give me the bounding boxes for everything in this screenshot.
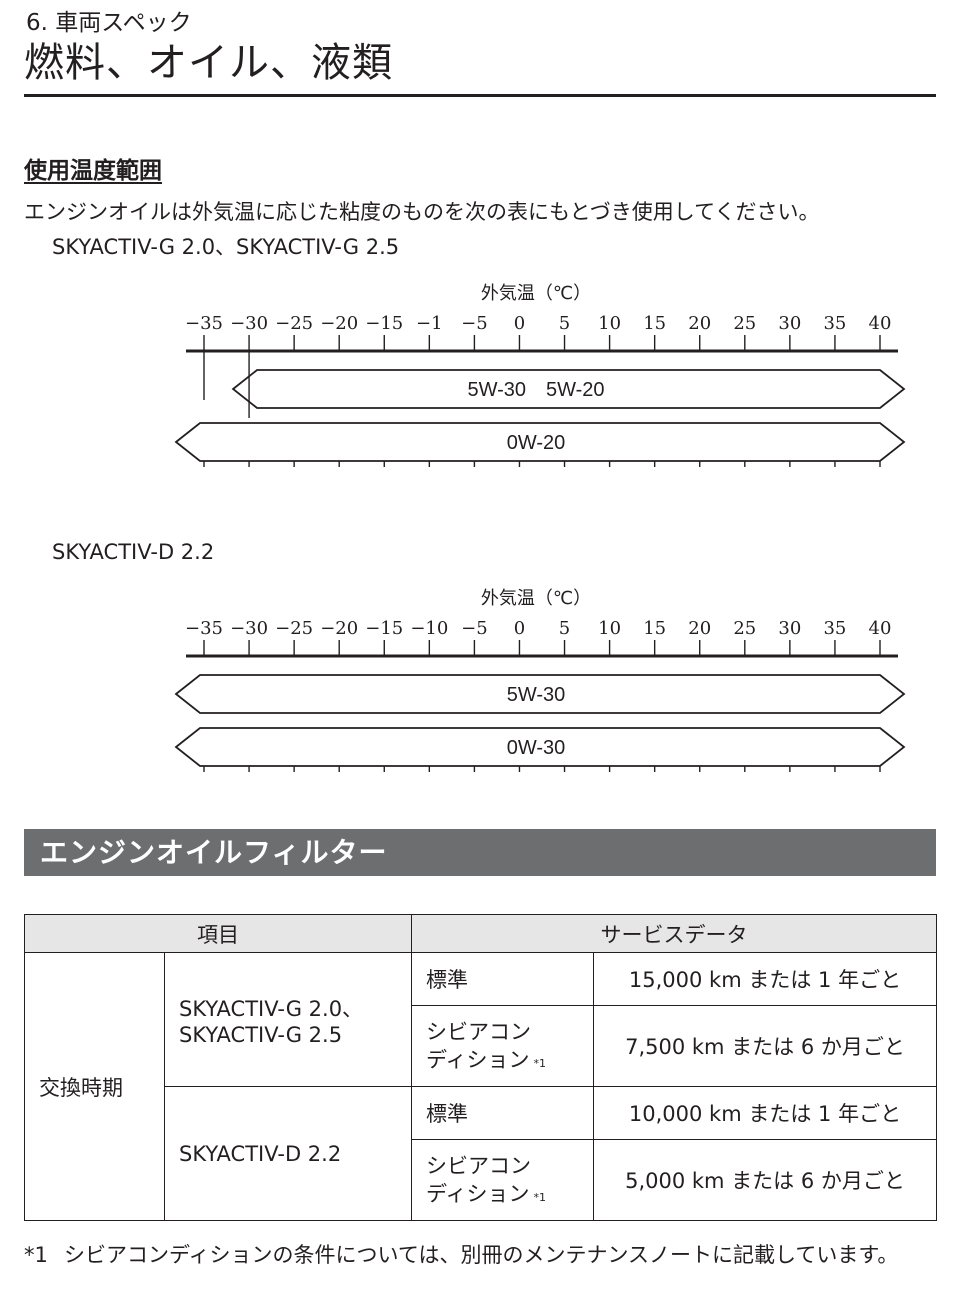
engine-cell-diesel: SKYACTIV-D 2.2	[164, 1086, 412, 1221]
interval-value: 5,000 km または 6 か月ごと	[593, 1139, 937, 1221]
engine-label-diesel: SKYACTIV-D 2.2	[52, 540, 215, 564]
interval-value: 10,000 km または 1 年ごと	[593, 1086, 937, 1140]
tick-label: 5	[559, 618, 570, 639]
tick-label: −35	[185, 618, 223, 639]
table-row: 交換時期 SKYACTIV-G 2.0、 SKYACTIV-G 2.5 標準 1…	[24, 952, 937, 1221]
severe-label-line: シビアコン	[426, 1020, 531, 1044]
title-divider	[24, 94, 936, 97]
tick-label: 5	[559, 313, 570, 334]
severe-label-line: ディション	[426, 1182, 530, 1206]
tick-label: 30	[778, 313, 801, 334]
viscosity-band	[231, 369, 906, 409]
band-label: 0W-30	[507, 737, 566, 759]
tick-label: −1	[416, 313, 443, 334]
condition-standard: 標準	[411, 1086, 594, 1140]
tick-label: 20	[688, 618, 711, 639]
tick-label: 15	[643, 313, 666, 334]
condition-standard: 標準	[411, 952, 594, 1006]
axis-title: 外気温（℃）	[481, 588, 591, 609]
viscosity-chart-diesel: 外気温（℃） −35 −30 −25 −20 −15 −10 −5 0 5 10 15 20 25 30 35…	[174, 588, 906, 772]
table-row: SKYACTIV-D 2.2 標準 10,000 km または 1 年ごと	[25, 1086, 937, 1221]
footnote-ref: *1	[533, 1057, 547, 1070]
tick-label: 20	[688, 313, 711, 334]
tick-label: −35	[185, 313, 223, 334]
tick-label: 0	[514, 313, 525, 334]
viscosity-band	[174, 422, 906, 462]
oil-filter-section-heading: エンジンオイルフィルター	[24, 829, 936, 876]
condition-severe: シビアコン ディション*1	[411, 1005, 594, 1087]
tick-label: 40	[869, 313, 892, 334]
footnote-ref: *1	[533, 1191, 547, 1204]
band-label: 0W-20	[507, 432, 566, 454]
engine-name-line: SKYACTIV-D 2.2	[179, 1141, 342, 1166]
tick-label: 25	[733, 618, 756, 639]
engine-name-line: SKYACTIV-G 2.0、	[179, 996, 364, 1021]
tick-label: −15	[365, 313, 403, 334]
tick-label: −10	[410, 618, 448, 639]
interval-value: 7,500 km または 6 か月ごと	[593, 1005, 937, 1087]
condition-severe: シビアコン ディション*1	[411, 1139, 594, 1221]
severe-label-line: シビアコン	[426, 1154, 531, 1178]
tick-label: 0	[514, 618, 525, 639]
tick-label: −5	[461, 313, 488, 334]
tick-label: −20	[320, 313, 358, 334]
tick-label: −20	[320, 618, 358, 639]
engine-cell-gasoline: SKYACTIV-G 2.0、 SKYACTIV-G 2.5	[164, 952, 412, 1087]
footnote-text: シビアコンディションの条件については、別冊のメンテナンスノートに記載しています。	[64, 1243, 899, 1267]
table-header-row: 項目 サービスデータ	[24, 914, 937, 953]
tick-label: 10	[598, 618, 621, 639]
tick-label: −15	[365, 618, 403, 639]
viscosity-band	[174, 727, 906, 767]
axis-title: 外気温（℃）	[481, 283, 591, 304]
tick-label: 35	[823, 618, 846, 639]
band-label: 5W-30 5W-20	[467, 379, 604, 401]
tick-label: −25	[275, 618, 313, 639]
table-row: シビアコン ディション*1 7,500 km または 6 か月ごと	[25, 1005, 937, 1087]
temperature-intro-text: エンジンオイルは外気温に応じた粘度のものを次の表にもとづき使用してください。	[24, 200, 820, 224]
header-item: 項目	[24, 914, 412, 953]
tick-label: 30	[778, 618, 801, 639]
footnote-mark: *1	[24, 1243, 48, 1267]
tick-label: 15	[643, 618, 666, 639]
viscosity-band	[174, 674, 906, 714]
chapter-label: 6. 車両スペック	[26, 10, 192, 36]
page-title: 燃料、オイル、液類	[24, 40, 393, 86]
tick-label: 35	[823, 313, 846, 334]
interval-value: 15,000 km または 1 年ごと	[593, 952, 937, 1006]
table-row: シビアコン ディション*1 5,000 km または 6 か月ごと	[25, 1139, 937, 1221]
row-group-replacement-interval: 交換時期	[24, 952, 165, 1221]
viscosity-chart-gasoline: 外気温（℃） −35 −30 −25 −20 −15 −1 −5 0 5 10 15 20 25 30 35 4…	[174, 283, 906, 467]
tick-label: 40	[869, 618, 892, 639]
tick-label: 10	[598, 313, 621, 334]
engine-name-line: SKYACTIV-G 2.5	[179, 1022, 343, 1047]
tick-label: −25	[275, 313, 313, 334]
severe-label-line: ディション	[426, 1048, 530, 1072]
tick-label: −30	[230, 313, 268, 334]
header-service-data: サービスデータ	[411, 914, 937, 953]
band-label: 5W-30	[507, 684, 566, 706]
tick-label: −30	[230, 618, 268, 639]
temperature-section-heading: 使用温度範囲	[24, 158, 162, 184]
engine-label-gasoline: SKYACTIV-G 2.0、SKYACTIV-G 2.5	[52, 235, 400, 259]
oil-filter-service-table: 項目 サービスデータ 交換時期 SKYACTIV-G 2.0、 SKYACTIV…	[24, 914, 937, 1221]
tick-label: 25	[733, 313, 756, 334]
tick-label: −5	[461, 618, 488, 639]
